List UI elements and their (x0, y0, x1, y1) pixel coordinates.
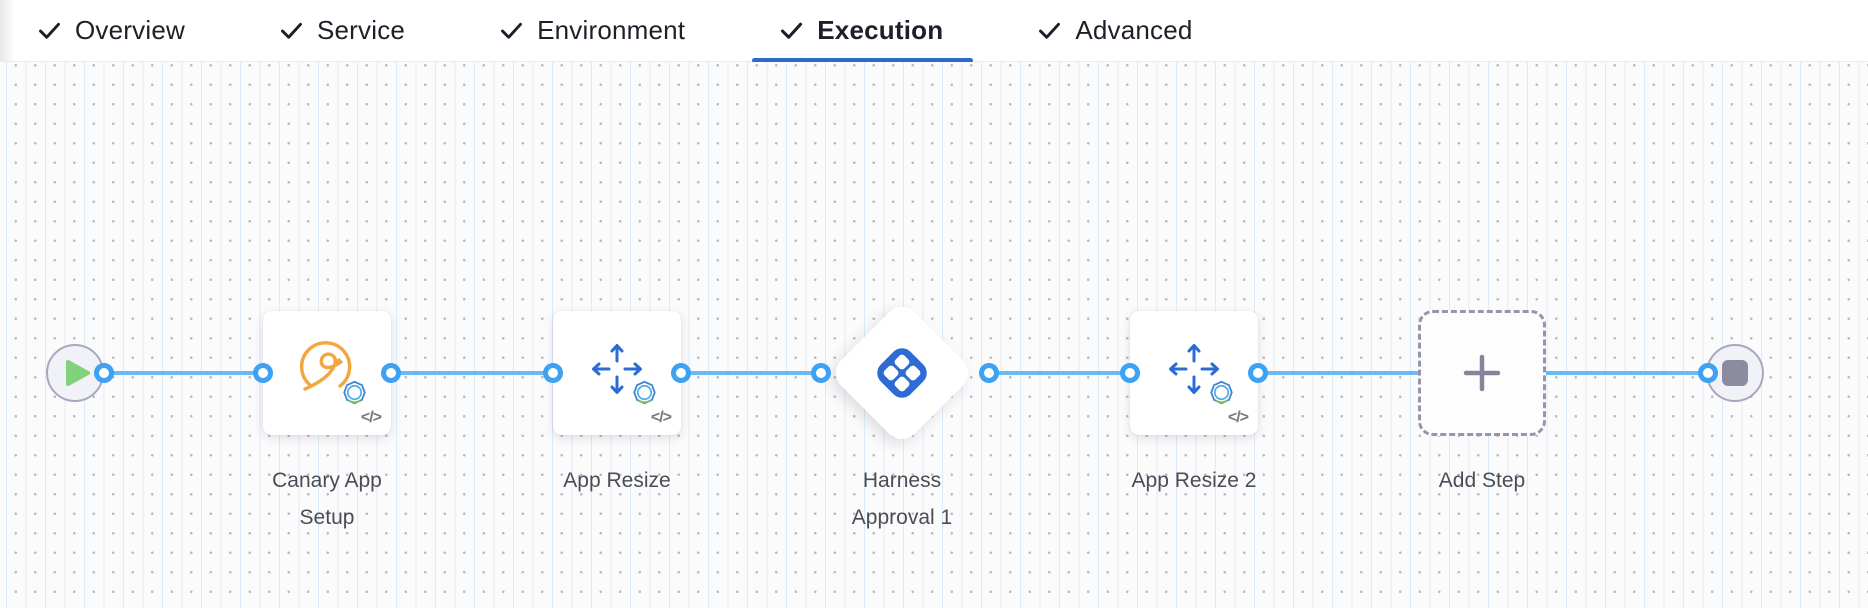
wire (1258, 371, 1418, 375)
connector-port[interactable] (253, 363, 273, 383)
wire (681, 371, 821, 375)
tab-advanced[interactable]: Advanced (1036, 0, 1192, 62)
play-icon (66, 360, 90, 386)
tab-label: Overview (75, 15, 185, 45)
node-label-add-step: Add Step (1438, 469, 1526, 492)
tab-service[interactable]: Service (278, 0, 405, 62)
wire (104, 371, 263, 375)
execution-graph-canvas[interactable]: </> </> (0, 62, 1868, 608)
step-node-canary-app-setup[interactable]: </> (263, 311, 391, 435)
check-icon (501, 22, 523, 39)
connector-port[interactable] (811, 363, 831, 383)
connector-port[interactable] (94, 363, 114, 383)
check-icon (39, 22, 60, 39)
code-template-icon[interactable]: </> (650, 409, 672, 426)
connector-port[interactable] (543, 363, 563, 383)
node-label-app-resize: App Resize (563, 469, 671, 492)
node-label-harness-approval-1: Harness Approval 1 (851, 469, 953, 529)
tab-label: Service (316, 15, 406, 45)
step-node-app-resize[interactable]: </> (553, 311, 681, 435)
wire (1546, 371, 1708, 375)
connector-port[interactable] (1248, 363, 1268, 383)
add-step-button[interactable] (1418, 310, 1546, 436)
connector-port[interactable] (671, 363, 691, 383)
tab-label: Advanced (1075, 15, 1193, 45)
wire (989, 371, 1130, 375)
gear-badge-icon (1209, 380, 1234, 405)
stop-icon (1722, 360, 1748, 386)
canary-bird-icon (299, 341, 352, 391)
step-node-app-resize-2[interactable]: </> (1130, 311, 1258, 435)
tab-label: Environment (537, 15, 686, 45)
connector-port[interactable] (979, 363, 999, 383)
connector-port[interactable] (1698, 363, 1718, 383)
connector-port[interactable] (1120, 363, 1140, 383)
node-label-app-resize-2: App Resize 2 (1131, 469, 1257, 492)
gear-badge-icon (632, 380, 657, 405)
check-icon (281, 22, 302, 39)
plus-icon (1463, 354, 1501, 392)
tab-execution[interactable]: Execution (752, 0, 974, 63)
stage-config-tab-bar: Overview Service Environment Execution A… (0, 0, 1868, 63)
tab-label: Execution (817, 15, 944, 45)
tab-overview[interactable]: Overview (36, 0, 185, 62)
tab-environment[interactable]: Environment (498, 0, 685, 62)
harness-logo-icon (877, 348, 927, 398)
code-template-icon[interactable]: </> (1227, 409, 1249, 426)
wire (391, 371, 553, 375)
resize-arrows-icon (1169, 344, 1219, 394)
gear-badge-icon (342, 380, 367, 405)
left-edge-fade (0, 0, 16, 61)
check-icon (781, 22, 803, 39)
check-icon (1039, 22, 1061, 39)
node-label-canary-app-setup: Canary App Setup (272, 469, 382, 529)
resize-arrows-icon (592, 344, 642, 394)
connector-port[interactable] (381, 363, 401, 383)
code-template-icon[interactable]: </> (360, 409, 382, 426)
